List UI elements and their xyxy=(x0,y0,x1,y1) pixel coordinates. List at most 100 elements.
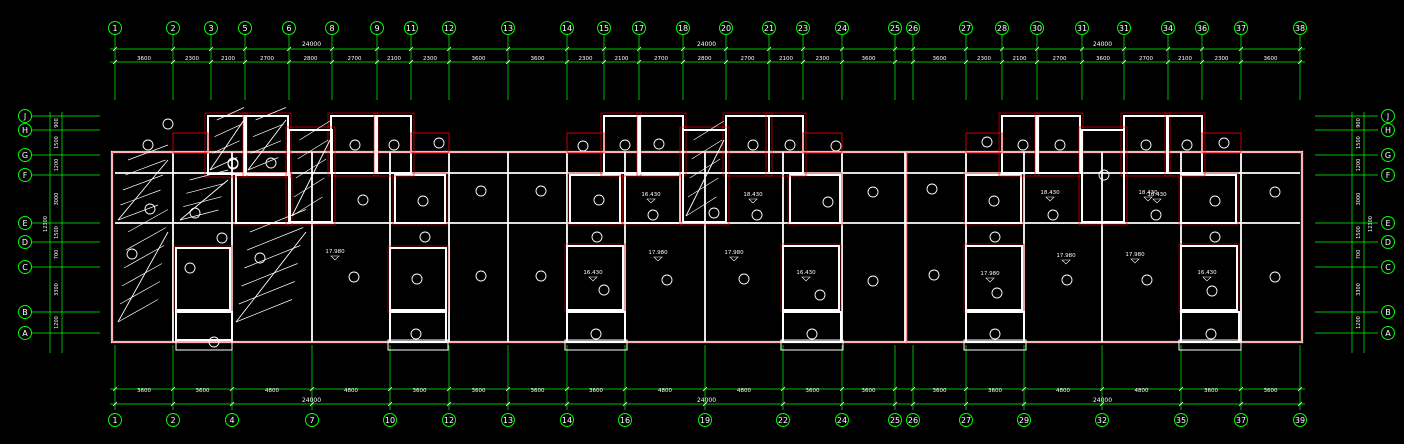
dim-tick xyxy=(387,401,393,407)
elevation-label: 18.430 xyxy=(1138,190,1158,196)
dim-right-span: 1500 xyxy=(1356,136,1362,149)
dim-left-span: 1200 xyxy=(54,316,60,329)
dim-left-span: 3300 xyxy=(54,283,60,296)
stair-run xyxy=(247,119,287,171)
dim-top-span: 2300 xyxy=(816,56,830,62)
axis-bubble-right: G xyxy=(1385,151,1391,160)
axis-bubble-bottom-circle xyxy=(776,413,790,427)
floor-drain xyxy=(417,195,429,207)
axis-bubble-right-circle xyxy=(1381,260,1395,274)
dim-tick xyxy=(1121,59,1127,65)
dim-tick xyxy=(329,46,335,52)
dim-tick xyxy=(636,59,642,65)
floor-drain xyxy=(142,139,154,151)
elevation-marker xyxy=(588,276,598,282)
dim-tick xyxy=(892,46,898,52)
axis-bubble-top: 24 xyxy=(837,24,847,33)
axis-bubble-bottom: 35 xyxy=(1176,416,1186,425)
dim-tick xyxy=(1099,386,1105,392)
axis-bubble-top: 27 xyxy=(961,24,971,33)
stair-well xyxy=(682,129,727,223)
axis-bubble-right-circle xyxy=(1381,216,1395,230)
dim-tick xyxy=(910,59,916,65)
top-room-red xyxy=(636,112,687,177)
dim-bottom-span: 3600 xyxy=(1204,388,1218,394)
floor-drain xyxy=(577,140,589,152)
top-room xyxy=(639,115,684,174)
top-room-red xyxy=(722,112,773,177)
elevation-marker xyxy=(330,255,340,261)
stair-step xyxy=(123,245,165,269)
axis-bubble-top-circle xyxy=(501,21,515,35)
dim-top-span: 3600 xyxy=(531,56,545,62)
axis-bubble-left-circle xyxy=(18,305,32,319)
dim-tick xyxy=(680,59,686,65)
top-room-red xyxy=(600,112,642,177)
dim-top-span: 3600 xyxy=(1264,56,1278,62)
room-frame xyxy=(1180,174,1237,224)
axis-bubble-top-circle xyxy=(1161,21,1175,35)
axis-bubble-bottom-circle xyxy=(166,413,180,427)
dim-tick xyxy=(1034,46,1040,52)
axis-bubble-top-circle xyxy=(906,21,920,35)
axis-bubble-right: D xyxy=(1385,238,1391,247)
elevation-marker xyxy=(1152,198,1162,204)
dim-tick xyxy=(286,59,292,65)
room-frame-red xyxy=(387,245,449,313)
dim-tick xyxy=(309,401,315,407)
dim-tick xyxy=(1178,401,1184,407)
bottom-ledge xyxy=(387,339,449,351)
floor-drain xyxy=(653,138,665,150)
bottom-room xyxy=(175,311,233,341)
dim-top-span: 3600 xyxy=(933,56,947,62)
axis-bubble-top-circle xyxy=(1234,21,1248,35)
stair-well xyxy=(288,129,333,223)
dim-tick xyxy=(112,46,118,52)
dim-tick xyxy=(329,59,335,65)
axis-bubble-left-circle xyxy=(18,168,32,182)
dim-tick xyxy=(408,46,414,52)
floor-drain xyxy=(1017,139,1029,151)
floor-drain xyxy=(1141,274,1153,286)
axis-bubble-top-circle xyxy=(442,21,456,35)
stair-well-red xyxy=(679,126,730,226)
dim-bottom-span: 3600 xyxy=(988,388,1002,394)
stair-run xyxy=(209,119,245,171)
dim-tick xyxy=(1079,59,1085,65)
dim-right-span: 1200 xyxy=(1356,159,1362,172)
floor-drain xyxy=(1181,139,1193,151)
dim-tick xyxy=(999,59,1005,65)
dim-tick xyxy=(963,386,969,392)
dim-top-span: 2100 xyxy=(1013,56,1027,62)
axis-bubble-bottom-circle xyxy=(1234,413,1248,427)
balcony-red xyxy=(802,132,843,154)
axis-bubble-top: 21 xyxy=(764,24,774,33)
dim-bottom-total: 24000 xyxy=(302,397,321,404)
stair-step xyxy=(127,144,169,161)
axis-bubble-bottom: 19 xyxy=(700,416,710,425)
dim-bottom-span: 3600 xyxy=(806,388,820,394)
axis-bubble-right-circle xyxy=(1381,148,1395,162)
elevation-marker xyxy=(801,276,811,282)
floor-drain xyxy=(535,270,547,282)
stair-step xyxy=(186,182,225,194)
stair-step xyxy=(119,281,161,305)
axis-bubble-bottom-circle xyxy=(1293,413,1307,427)
dim-top-span: 3600 xyxy=(1096,56,1110,62)
stair-step xyxy=(117,204,159,221)
room-frame-red xyxy=(567,172,623,226)
top-room-red xyxy=(242,112,292,178)
dim-tick xyxy=(1165,59,1171,65)
stair-step xyxy=(691,139,723,160)
axis-bubble-left: D xyxy=(22,238,28,247)
top-room xyxy=(376,115,412,174)
stair-step xyxy=(117,299,159,323)
dim-top-total: 24000 xyxy=(1093,41,1112,48)
axis-bubble-top: 14 xyxy=(562,24,572,33)
floor-drain xyxy=(784,139,796,151)
axis-bubble-bottom: 24 xyxy=(837,416,847,425)
dim-top-span: 2100 xyxy=(387,56,401,62)
floor-drain xyxy=(647,209,659,221)
floor-drain xyxy=(928,269,940,281)
dim-tick xyxy=(780,401,786,407)
